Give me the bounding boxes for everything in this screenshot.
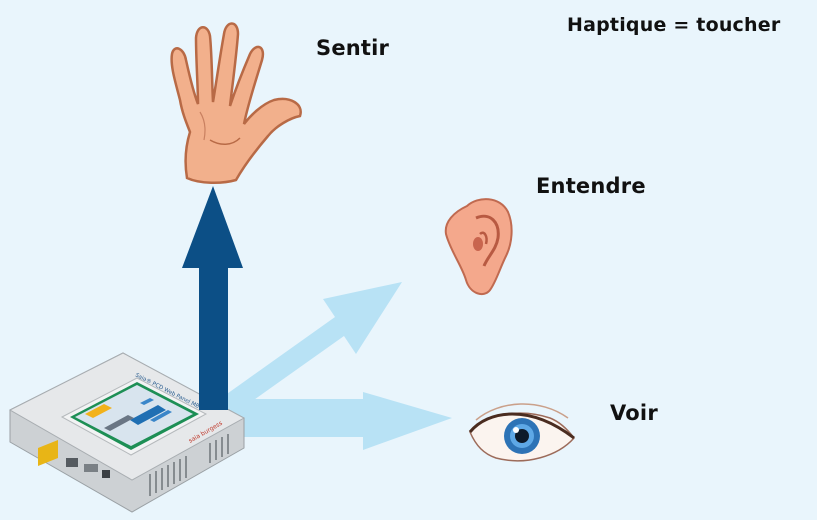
ear-icon	[444, 198, 513, 296]
label-sentir: Sentir	[316, 36, 390, 60]
label-entendre: Entendre	[536, 174, 646, 198]
hand-icon	[170, 22, 302, 184]
haptique-definition: Haptique = toucher	[567, 14, 781, 36]
arrow-to-ear	[214, 282, 402, 414]
arrow-to-eye	[218, 392, 452, 450]
eye-icon	[468, 403, 575, 462]
arrow-to-hand	[182, 186, 243, 410]
web-panel-device-icon	[8, 352, 246, 513]
label-voir: Voir	[610, 401, 658, 425]
